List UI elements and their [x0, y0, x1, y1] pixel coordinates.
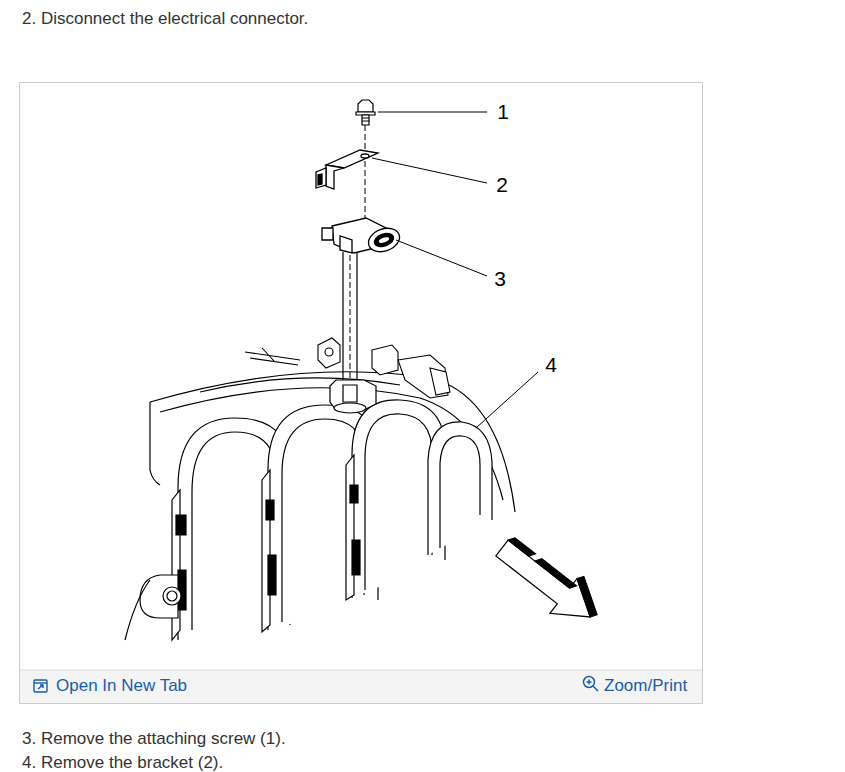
- step-text: 3. Remove the attaching screw (1).: [22, 729, 286, 749]
- view-arrow: [488, 526, 610, 637]
- intake-manifold: [352, 540, 360, 575]
- bolt: [362, 118, 369, 121]
- sensor-stem: [334, 403, 366, 413]
- intake-manifold: [163, 587, 181, 605]
- camshaft-sensor: [340, 236, 352, 253]
- bracket: [326, 150, 378, 168]
- bracket: [361, 154, 369, 158]
- leader-line: [396, 240, 487, 276]
- callout-number: 2: [496, 172, 508, 197]
- engine-detail: [430, 368, 450, 395]
- camshaft-sensor: [322, 218, 403, 256]
- zoom-icon: [588, 680, 590, 685]
- leader-line: [372, 158, 487, 183]
- intake-manifold: [150, 402, 160, 485]
- step-text: 2. Disconnect the electrical connector.: [22, 9, 308, 29]
- intake-manifold: [125, 580, 150, 640]
- engine-detail: [372, 345, 398, 375]
- leader-line: [372, 112, 538, 428]
- engine-detail: [245, 348, 300, 365]
- view-arrow: [535, 556, 577, 590]
- intake-manifold: [176, 515, 186, 535]
- sensor-stem: [330, 252, 376, 413]
- intake-manifold: [268, 555, 276, 595]
- intake-manifold: [350, 485, 358, 503]
- figure-frame: [20, 670, 702, 703]
- intake-manifold: [346, 455, 354, 600]
- bracket: [316, 168, 326, 188]
- view-arrow: [563, 574, 610, 619]
- intake-manifold: [440, 436, 480, 548]
- open-tab-icon: [34, 680, 47, 692]
- engine-detail: [325, 348, 333, 356]
- callout-number: 4: [545, 352, 557, 377]
- zoom-icon: [593, 686, 598, 691]
- intake-manifold: [266, 500, 274, 520]
- engine-detail: [318, 338, 340, 368]
- sensor-stem: [343, 385, 357, 402]
- bolt: [358, 100, 373, 112]
- bracket: [318, 174, 322, 185]
- camshaft-sensor: [322, 228, 333, 240]
- bracket: [326, 165, 344, 189]
- figure-frame: [20, 83, 703, 704]
- camshaft-sensor: [377, 235, 390, 245]
- leader-line: [476, 372, 538, 428]
- intake-manifold: [167, 591, 177, 601]
- open-tab-icon: [38, 685, 43, 689]
- intake-manifold: [125, 372, 515, 640]
- bracket: [316, 150, 378, 189]
- open-tab-icon: [34, 682, 47, 683]
- intake-manifold: [365, 414, 432, 590]
- toolbar-link: Open In New Tab: [56, 676, 187, 696]
- toolbar-link: Zoom/Print: [604, 676, 687, 696]
- camshaft-sensor: [373, 231, 396, 249]
- center-line: [365, 125, 366, 222]
- center-line: [350, 255, 351, 400]
- leader-line: [378, 112, 487, 113]
- callout-number: 3: [494, 266, 506, 291]
- figure-frame: [20, 670, 702, 671]
- open-tab-icon: [34, 680, 47, 692]
- bolt: [362, 115, 369, 125]
- figure-frame: [20, 83, 703, 704]
- bolt: [356, 100, 375, 125]
- zoom-icon: [584, 677, 599, 692]
- intake-manifold: [428, 422, 492, 555]
- view-arrow: [508, 535, 535, 558]
- intake-manifold: [262, 470, 270, 632]
- callout-number: 1: [497, 99, 509, 124]
- step-text: 4. Remove the bracket (2).: [22, 753, 223, 772]
- zoom-icon: [584, 677, 595, 688]
